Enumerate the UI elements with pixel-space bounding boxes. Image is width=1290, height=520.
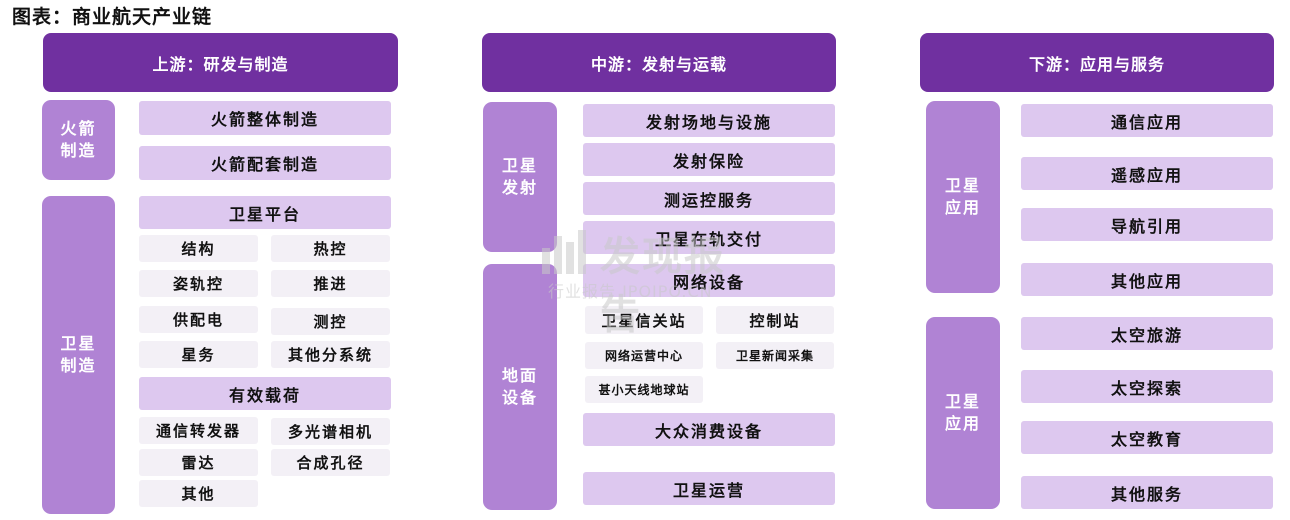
satellite-manufacturing-category: 卫星制造 <box>42 196 115 514</box>
remote-sensing-application: 遥感应用 <box>1021 157 1273 190</box>
rocket-supporting-manufacturing: 火箭配套制造 <box>139 146 391 180</box>
satellite-launch-category: 卫星发射 <box>483 102 557 252</box>
upstream-header: 上游：研发与制造 <box>43 33 398 92</box>
platform-power-supply: 供配电 <box>139 306 258 333</box>
control-station: 控制站 <box>716 306 834 334</box>
consumer-equipment: 大众消费设备 <box>583 413 835 446</box>
tt-c-service: 测运控服务 <box>583 182 835 215</box>
chart-title: 图表：商业航天产业链 <box>12 6 213 28</box>
vsat-earth-station: 甚小天线地球站 <box>585 376 703 403</box>
downstream-header: 下游：应用与服务 <box>920 33 1274 92</box>
payload-synthetic-aperture: 合成孔径 <box>271 449 390 476</box>
payload-other: 其他 <box>139 480 258 507</box>
network-operations-center: 网络运营中心 <box>585 342 703 369</box>
rocket-whole-manufacturing: 火箭整体制造 <box>139 101 391 135</box>
network-equipment: 网络设备 <box>583 264 835 297</box>
space-tourism: 太空旅游 <box>1021 317 1273 350</box>
platform-propulsion: 推进 <box>271 270 390 297</box>
communication-application: 通信应用 <box>1021 104 1273 137</box>
platform-attitude-orbit-control: 姿轨控 <box>139 270 258 297</box>
satellite-application-category-2: 卫星应用 <box>926 317 1000 509</box>
ground-equipment-category: 地面设备 <box>483 264 557 510</box>
in-orbit-delivery: 卫星在轨交付 <box>583 221 835 254</box>
satellite-platform: 卫星平台 <box>139 196 391 229</box>
platform-structure: 结构 <box>139 235 258 262</box>
rocket-manufacturing-category: 火箭制造 <box>42 100 115 180</box>
midstream-header: 中游：发射与运载 <box>482 33 836 92</box>
other-services: 其他服务 <box>1021 476 1273 509</box>
payload-transponder: 通信转发器 <box>139 417 258 444</box>
platform-other-subsystems: 其他分系统 <box>271 341 390 368</box>
payload-multispectral-camera: 多光谱相机 <box>271 418 390 445</box>
navigation-application: 导航引用 <box>1021 208 1273 241</box>
platform-tt-c: 测控 <box>271 308 390 335</box>
satellite-application-category-1: 卫星应用 <box>926 101 1000 293</box>
payload: 有效载荷 <box>139 377 391 410</box>
platform-thermal-control: 热控 <box>271 235 390 262</box>
satellite-news-gathering: 卫星新闻采集 <box>716 342 834 369</box>
gateway-station: 卫星信关站 <box>585 306 703 334</box>
payload-radar: 雷达 <box>139 449 258 476</box>
space-education: 太空教育 <box>1021 421 1273 454</box>
satellite-operation: 卫星运营 <box>583 472 835 505</box>
space-exploration: 太空探索 <box>1021 370 1273 403</box>
other-application: 其他应用 <box>1021 263 1273 296</box>
launch-insurance: 发射保险 <box>583 143 835 176</box>
launch-site-facilities: 发射场地与设施 <box>583 104 835 137</box>
platform-housekeeping: 星务 <box>139 341 258 368</box>
